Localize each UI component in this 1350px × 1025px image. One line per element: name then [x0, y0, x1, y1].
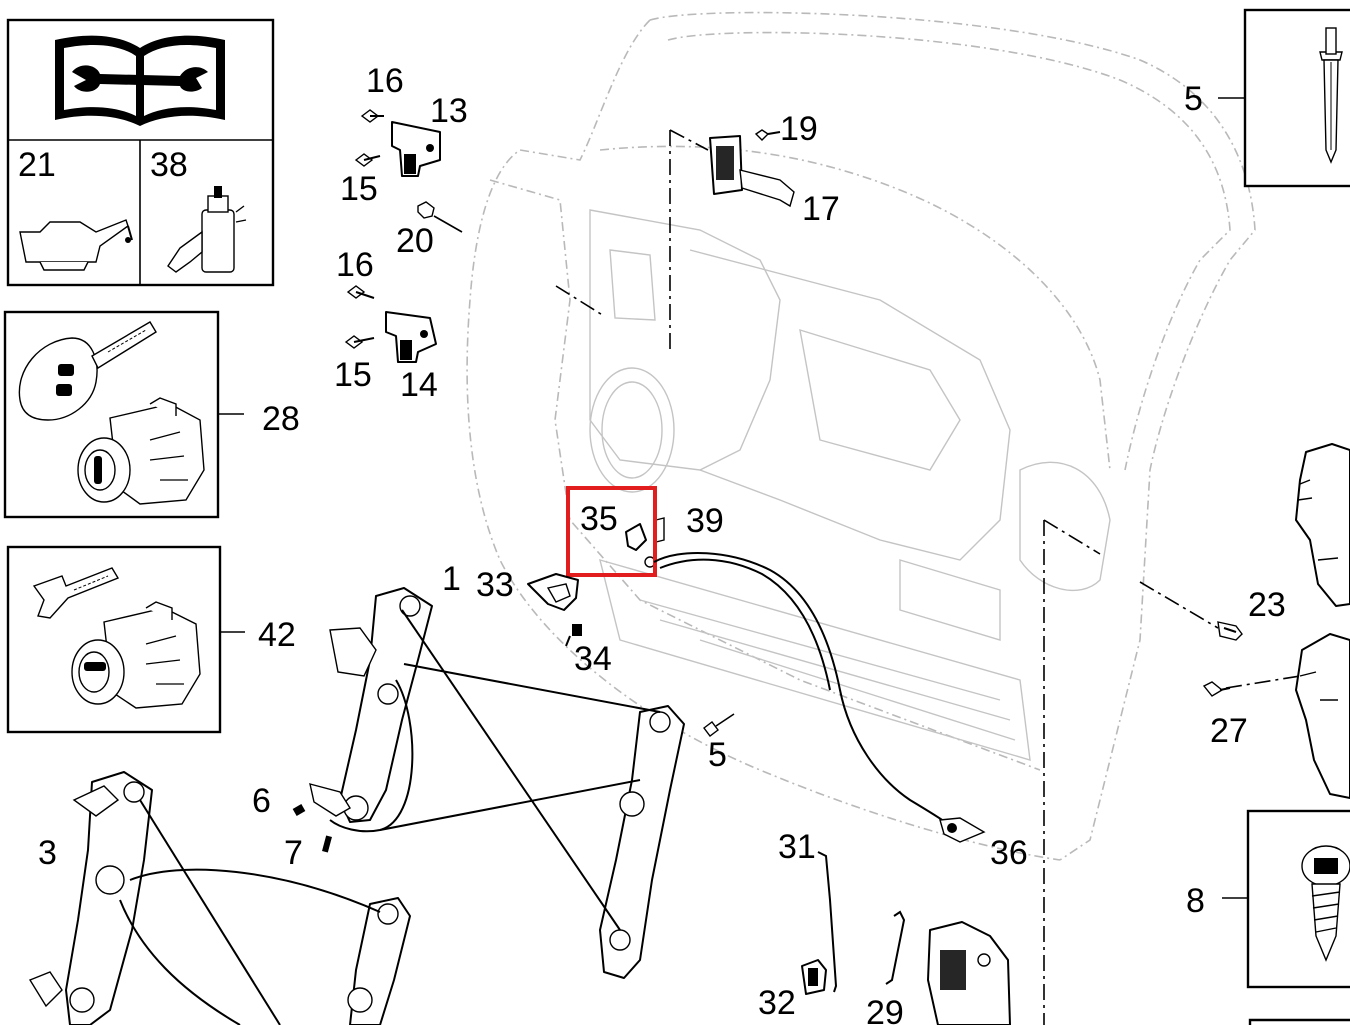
- door-lock-actuator: [927, 921, 1011, 1025]
- upper-hinge-13: [354, 109, 441, 177]
- callout-5-mid: 5: [708, 736, 727, 774]
- callout-19: 19: [780, 110, 818, 148]
- lock-striker-upper: [1295, 443, 1350, 607]
- callout-35: 35: [580, 500, 618, 538]
- callout-6: 6: [252, 782, 271, 820]
- screw-23: [1217, 621, 1243, 641]
- highlight-box-35: [566, 486, 657, 577]
- lock-rod-29: [885, 910, 906, 985]
- adhesive-bottle-icon: [167, 186, 247, 273]
- callout-16-top: 16: [366, 62, 404, 100]
- door-shell-outline: [466, 11, 1256, 861]
- door-check-strap-17: [669, 129, 795, 352]
- screw-27: [1202, 681, 1231, 697]
- callout-17: 17: [802, 190, 840, 228]
- callout-21: 21: [18, 146, 56, 184]
- callout-5-top: 5: [1184, 80, 1203, 118]
- callout-33: 33: [476, 566, 514, 604]
- callout-29: 29: [866, 994, 904, 1025]
- key-lock-set-box-42: 42: [6, 545, 296, 734]
- callout-38: 38: [150, 146, 188, 184]
- rivet-icon: [1319, 27, 1343, 164]
- lower-hinge-14: [344, 285, 437, 363]
- screw-34: [565, 624, 582, 647]
- release-cable-36: [653, 551, 986, 843]
- callout-3: 3: [38, 834, 57, 872]
- callout-8: 8: [1186, 882, 1205, 920]
- oil-can-icon: [19, 219, 133, 271]
- callout-15-top: 15: [340, 170, 378, 208]
- callout-36: 36: [990, 834, 1028, 872]
- window-regulator-motor-3: [28, 771, 411, 1025]
- callout-20: 20: [396, 222, 434, 260]
- rivet-box-5: [1218, 8, 1350, 188]
- callout-28: 28: [262, 400, 300, 438]
- torx-screw-box-8: [1222, 809, 1350, 989]
- inner-handle-33: [527, 573, 579, 611]
- window-regulator-front: [309, 587, 685, 979]
- callout-39: 39: [686, 502, 724, 540]
- callout-14: 14: [400, 366, 438, 404]
- key-lock-set-box-28: 28: [3, 310, 300, 519]
- rivet-5-mid: [703, 713, 735, 737]
- callout-31: 31: [778, 828, 816, 866]
- service-info-table: 21 38: [6, 18, 275, 287]
- nut-20: [417, 201, 463, 233]
- callout-42: 42: [258, 616, 296, 654]
- callout-13: 13: [430, 92, 468, 130]
- clip-6: [292, 804, 306, 816]
- callout-1: 1: [442, 560, 461, 598]
- lock-rod-31: [817, 851, 838, 993]
- partial-box-edge: [1248, 1018, 1350, 1025]
- key-blade-icon: [32, 567, 120, 619]
- lock-striker-lower: [1295, 633, 1350, 799]
- remote-key-icon: [18, 321, 157, 421]
- clip-7: [322, 835, 332, 853]
- callout-23: 23: [1248, 586, 1286, 624]
- bracket-32: [801, 959, 827, 995]
- torx-screw-icon: [1301, 845, 1350, 962]
- callout-15-bottom: 15: [334, 356, 372, 394]
- manual-book-icon: [55, 35, 225, 126]
- callout-32: 32: [758, 984, 796, 1022]
- lock-cylinder-icon: [77, 397, 205, 505]
- callout-7: 7: [284, 834, 303, 872]
- callout-16-bottom: 16: [336, 246, 374, 284]
- callout-34: 34: [574, 640, 612, 678]
- lock-cylinder-icon: [71, 601, 201, 709]
- callout-27: 27: [1210, 712, 1248, 750]
